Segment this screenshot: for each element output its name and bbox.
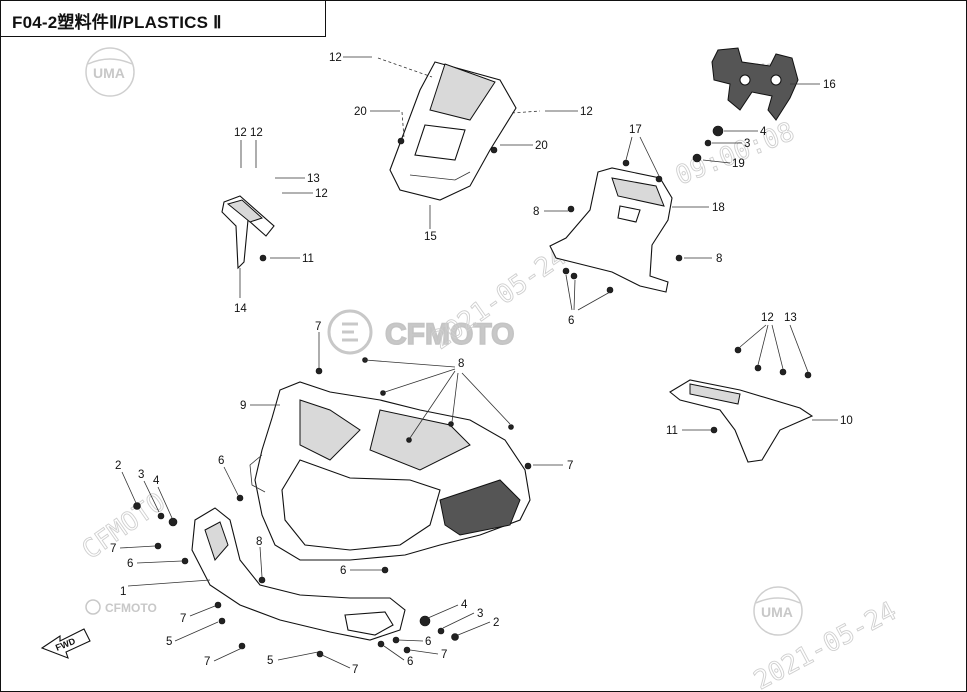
uma-logo-bottom-text: UMA (761, 604, 793, 620)
callout-6: 6 (407, 656, 413, 668)
bracket-part-14 (221, 195, 275, 270)
uma-logo-top-text: UMA (93, 65, 125, 81)
callout-3: 3 (477, 608, 483, 620)
callout-6: 6 (425, 636, 431, 648)
inner-panel-part-18 (549, 159, 683, 294)
callout-7: 7 (315, 321, 321, 333)
callout-7: 7 (180, 613, 186, 625)
callout-3: 3 (138, 469, 144, 481)
callout-12: 12 (250, 127, 263, 139)
uma-logo-top: UMA (85, 47, 135, 97)
callout-8: 8 (533, 206, 539, 218)
callout-8: 8 (256, 536, 262, 548)
lower-cowl-part-1 (133, 494, 459, 658)
uma-logo-bottom: UMA (753, 586, 803, 636)
cfmoto-logo-center: CFMOTO (327, 309, 515, 355)
callout-5: 5 (166, 636, 172, 648)
watermark-time-right: 09:00:08 (671, 117, 798, 192)
side-bracket-part-10 (669, 346, 814, 463)
callout-6: 6 (340, 565, 346, 577)
callout-8: 8 (458, 358, 464, 370)
callout-labels: 12 20 12 20 15 12 12 13 12 11 14 16 4 3 … (110, 52, 853, 676)
callout-14: 14 (234, 303, 247, 315)
callout-18: 18 (712, 202, 725, 214)
callout-6: 6 (568, 315, 574, 327)
callout-13: 13 (307, 173, 320, 185)
watermark-cfmoto-diagonal: CFMOTO (77, 487, 171, 565)
callout-12: 12 (580, 106, 593, 118)
bracket-part-16 (692, 47, 799, 163)
leader-lines (119, 56, 838, 669)
cfmoto-logo-small-left: CFMOTO (85, 599, 157, 615)
callout-2: 2 (493, 617, 499, 629)
cfmoto-logo-center-text: CFMOTO (385, 318, 514, 351)
callout-12: 12 (329, 52, 342, 64)
title-box: F04-2塑料件Ⅱ/PLASTICS Ⅱ (0, 0, 326, 37)
cowl-hardware (315, 357, 532, 470)
callout-6: 6 (218, 455, 224, 467)
callout-7: 7 (567, 460, 573, 472)
callout-5: 5 (267, 655, 273, 667)
callout-4: 4 (760, 126, 767, 138)
page-title: F04-2塑料件Ⅱ/PLASTICS Ⅱ (12, 13, 222, 32)
callout-12: 12 (234, 127, 247, 139)
callout-7: 7 (110, 543, 116, 555)
callout-4: 4 (153, 475, 160, 487)
callout-11: 11 (666, 425, 678, 437)
callout-15: 15 (424, 231, 437, 243)
fwd-direction-arrow: FWD (40, 628, 91, 659)
callout-7: 7 (441, 649, 447, 661)
callout-12: 12 (761, 312, 774, 324)
callout-4: 4 (461, 599, 468, 611)
callout-7: 7 (352, 664, 358, 676)
callout-16: 16 (823, 79, 836, 91)
callout-7: 7 (204, 656, 210, 668)
windscreen-part-15 (389, 61, 517, 201)
callout-11: 11 (302, 253, 314, 265)
callout-1: 1 (120, 586, 126, 598)
front-cowl-part-9 (249, 381, 531, 561)
callout-6: 6 (127, 558, 133, 570)
callout-20: 20 (535, 140, 548, 152)
callout-9: 9 (240, 400, 246, 412)
callout-2: 2 (115, 460, 121, 472)
callout-17: 17 (629, 124, 642, 136)
callout-12: 12 (315, 188, 328, 200)
callout-3: 3 (744, 138, 750, 150)
callout-10: 10 (840, 415, 853, 427)
callout-8: 8 (716, 253, 722, 265)
cfmoto-logo-small-left-text: CFMOTO (105, 601, 157, 615)
callout-20: 20 (354, 106, 367, 118)
callout-19: 19 (732, 158, 745, 170)
callout-13: 13 (784, 312, 797, 324)
